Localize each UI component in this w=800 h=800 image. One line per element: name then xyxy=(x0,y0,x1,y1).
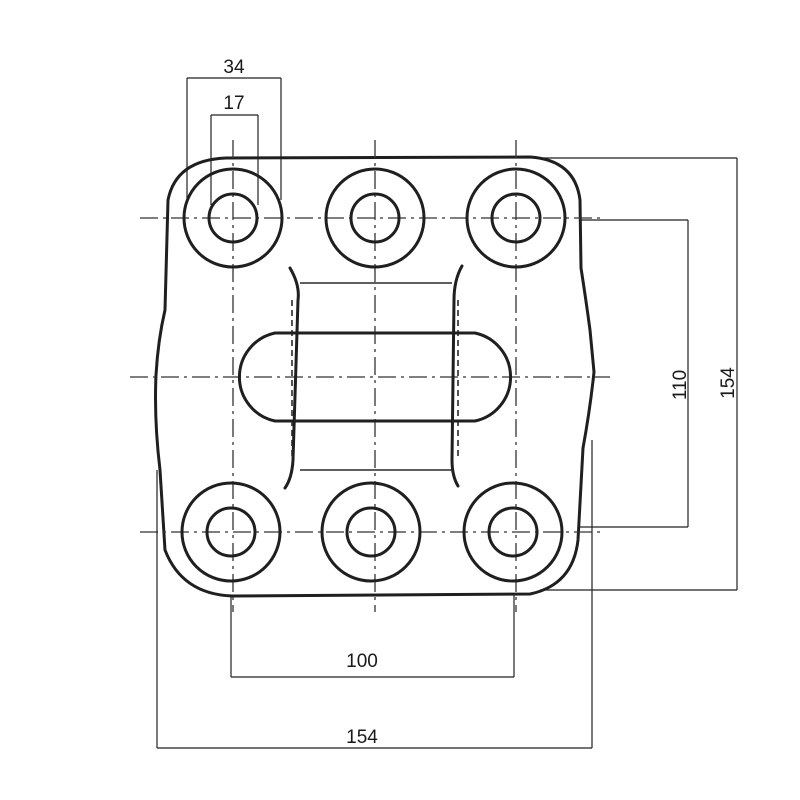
centerlines xyxy=(130,140,610,612)
plate-outline xyxy=(154,155,596,598)
hole-bottom-center xyxy=(320,481,422,583)
dimension-154-horizontal-label: 154 xyxy=(346,727,378,748)
dimension-plate-width xyxy=(156,440,593,749)
dimension-110-label: 110 xyxy=(670,370,691,400)
dimension-column-spacing xyxy=(230,595,515,678)
dimension-154-vertical-label: 154 xyxy=(718,367,739,399)
pocket-outline xyxy=(283,264,464,490)
dimension-plate-height xyxy=(540,157,738,591)
dimension-hole xyxy=(210,114,259,205)
hole-top-center xyxy=(324,167,426,269)
dimension-100-label: 100 xyxy=(346,651,378,672)
hole-bottom-left xyxy=(180,481,282,583)
hole-bottom-right xyxy=(462,481,564,583)
dimension-34-label: 34 xyxy=(223,57,245,78)
hole-top-left xyxy=(182,167,284,269)
dimension-outer-ring xyxy=(186,77,282,200)
dimension-row-spacing xyxy=(578,219,689,528)
slot xyxy=(237,331,513,423)
dimension-17-label: 17 xyxy=(223,93,244,114)
hole-top-right xyxy=(465,167,567,269)
